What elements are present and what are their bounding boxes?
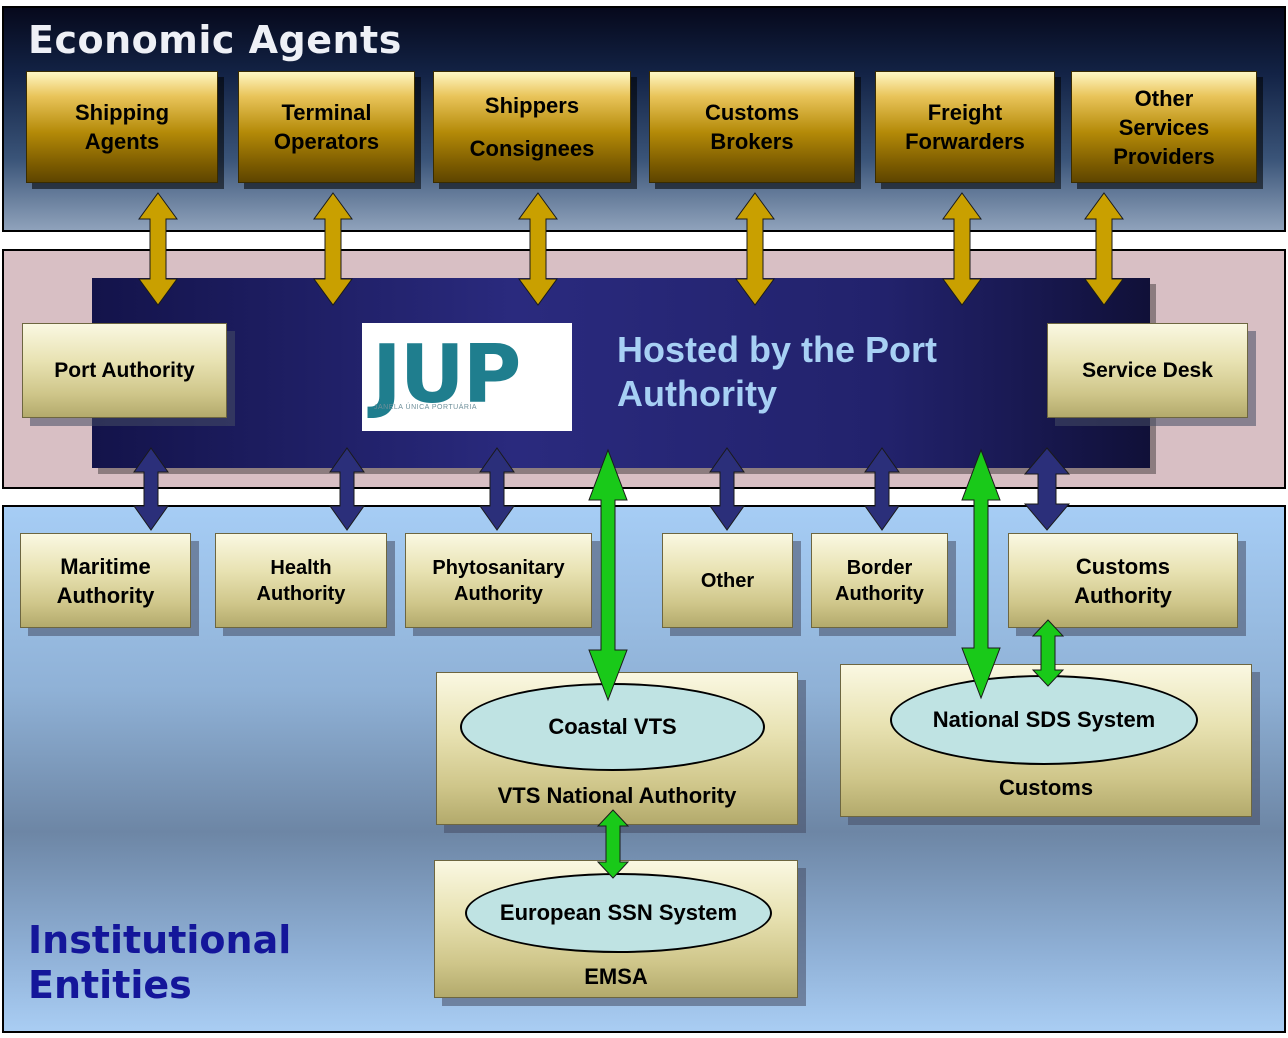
- coastal-vts-arrow: [588, 448, 628, 702]
- maritime-authority-box: Maritime Authority: [20, 533, 191, 628]
- health-authority-arrow: [329, 447, 365, 531]
- jup-logo-text: JUP: [372, 328, 521, 421]
- other-authority-box: Other: [662, 533, 793, 628]
- shippers-consignees-arrow: [518, 192, 558, 306]
- jup-logo-caption: JANELA ÚNICA PORTUÁRIA: [374, 404, 478, 411]
- freight-forwarders-box: Freight Forwarders: [875, 71, 1055, 183]
- gold-arrow-group: [138, 192, 1124, 306]
- customs-label: Customs: [998, 775, 1094, 800]
- customs-authority-box: Customs Authority: [1008, 533, 1238, 628]
- other-authority-arrow: [709, 447, 745, 531]
- health-authority-box: Health Authority: [215, 533, 387, 628]
- freight-forwarders-arrow: [942, 192, 982, 306]
- shippers-consignees-box: Shippers Consignees: [433, 71, 631, 183]
- border-authority-box: Border Authority: [811, 533, 948, 628]
- shipping-agents-box: Shipping Agents: [26, 71, 218, 183]
- vts-national-authority-label: VTS National Authority: [497, 783, 737, 808]
- economic-agents-title: Economic Agents: [28, 18, 402, 62]
- border-authority-arrow: [864, 447, 900, 531]
- navy-arrow-group: [133, 447, 1071, 531]
- terminal-operators-box: Terminal Operators: [238, 71, 415, 183]
- shipping-agents-arrow: [138, 192, 178, 306]
- customs-brokers-box: Customs Brokers: [649, 71, 855, 183]
- phytosanitary-authority-box: Phytosanitary Authority: [405, 533, 592, 628]
- jup-hub: [92, 278, 1150, 468]
- vts-emsa-arrow: [596, 809, 630, 879]
- port-authority-box: Port Authority: [22, 323, 227, 418]
- other-services-providers-box: Other Services Providers: [1071, 71, 1257, 183]
- national-sds-system-ellipse: National SDS System: [890, 675, 1198, 765]
- european-ssn-system-ellipse: European SSN System: [465, 873, 772, 953]
- green-arrow-group: [588, 448, 1065, 879]
- jup-logo: [362, 323, 572, 431]
- customs-authority-sds-arrow: [1031, 619, 1065, 687]
- institutional-entities-title: Institutional Entities: [28, 918, 292, 1007]
- emsa-label: EMSA: [584, 964, 648, 989]
- service-desk-box: Service Desk: [1047, 323, 1248, 418]
- other-services-providers-arrow: [1084, 192, 1124, 306]
- phytosanitary-authority-arrow: [479, 447, 515, 531]
- customs-authority-arrow: [1023, 447, 1071, 531]
- maritime-authority-arrow: [133, 447, 169, 531]
- national-sds-system-arrow: [961, 448, 1001, 700]
- hosted-by-port-authority-text: Hosted by the Port Authority: [617, 329, 938, 414]
- terminal-operators-arrow: [313, 192, 353, 306]
- customs-brokers-arrow: [735, 192, 775, 306]
